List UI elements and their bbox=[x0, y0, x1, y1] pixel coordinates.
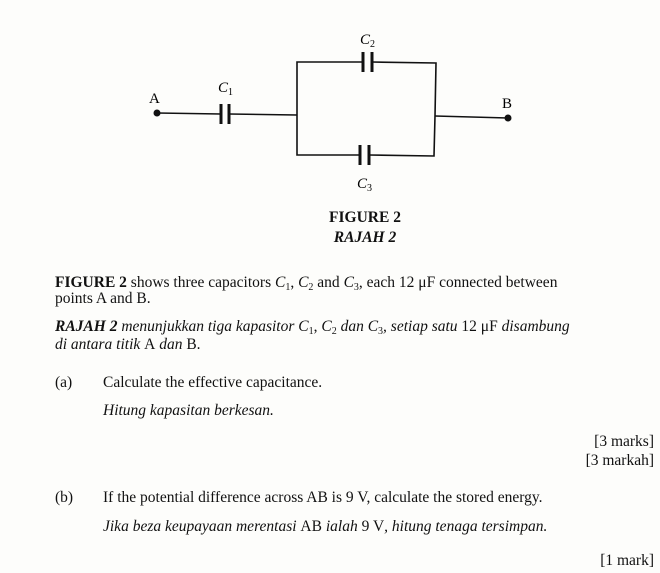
wire-top-left bbox=[296, 61, 363, 115]
intro-ms-line1: RAJAH 2 menunjukkan tiga kapasitor C1, C… bbox=[55, 318, 570, 337]
question-a-text-en: Calculate the effective capacitance. bbox=[103, 374, 323, 391]
question-b-marks-en: [1 mark] bbox=[600, 552, 654, 569]
point-a-dot bbox=[153, 109, 161, 117]
intro-ms-line2: di antara titik A dan B. bbox=[55, 336, 201, 353]
intro-en-line1: FIGURE 2 shows three capacitors C1, C2 a… bbox=[55, 274, 558, 293]
wire-bottom-left bbox=[296, 115, 360, 156]
capacitor-c1 bbox=[219, 104, 231, 124]
question-b-text-ms: Jika beza keupayaan merentasi AB ialah 9… bbox=[103, 518, 548, 535]
point-b-label: B bbox=[502, 96, 512, 112]
c3-label: C3 bbox=[357, 176, 372, 194]
wire-c1-junction bbox=[228, 113, 298, 116]
question-a-marks-ms: [3 markah] bbox=[585, 452, 654, 469]
wire-junction-b bbox=[434, 115, 509, 119]
c2-label: C2 bbox=[360, 32, 375, 50]
intro-en-line2: points A and B. bbox=[55, 290, 151, 307]
question-a-text-ms: Hitung kapasitan berkesan. bbox=[103, 402, 274, 419]
wire-bottom-right bbox=[368, 115, 436, 157]
circuit-diagram: A B C1 C2 C3 bbox=[149, 32, 512, 194]
question-a-label: (a) bbox=[55, 374, 73, 391]
question-a-marks-en: [3 marks] bbox=[594, 433, 654, 450]
c1-label: C1 bbox=[218, 80, 233, 98]
point-b-dot bbox=[504, 114, 512, 122]
wire-a-c1 bbox=[156, 112, 222, 115]
capacitor-c3 bbox=[358, 145, 371, 165]
question-b-label: (b) bbox=[55, 489, 74, 506]
figure-caption-en: FIGURE 2 bbox=[329, 209, 401, 226]
point-a-label: A bbox=[149, 91, 160, 107]
figure-caption-ms: RAJAH 2 bbox=[333, 229, 397, 246]
wire-top-right bbox=[371, 61, 437, 117]
question-b-text-en: If the potential difference across AB is… bbox=[103, 489, 543, 506]
capacitor-c2 bbox=[361, 52, 374, 72]
